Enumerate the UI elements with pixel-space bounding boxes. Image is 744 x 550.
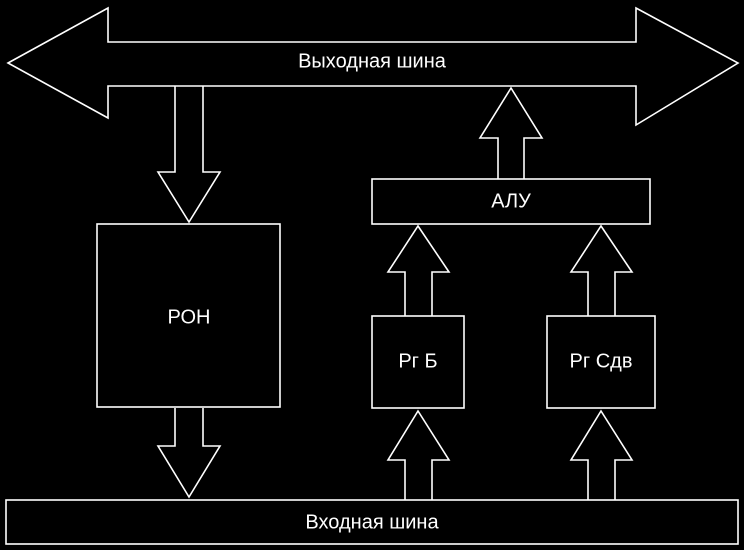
output-bus-arrow [6, 6, 740, 127]
arrow-bus-to-gpr [156, 86, 222, 224]
arrow-reg-shift-to-alu [569, 224, 634, 316]
gpr-box [96, 223, 281, 408]
reg-shift-label: Рг Сдв [570, 350, 633, 372]
arrow-gpr-to-input-bus [156, 408, 222, 499]
reg-b-label: Рг Б [398, 350, 437, 372]
alu-label: АЛУ [491, 190, 531, 212]
output-bus-label: Выходная шина [298, 50, 447, 72]
input-bus-box [5, 499, 739, 545]
reg-b-box [371, 315, 465, 409]
arrow-alu-to-output-bus [478, 86, 544, 179]
arrow-input-bus-to-reg-shift [569, 409, 634, 500]
gpr-label: РОН [168, 306, 211, 328]
arrow-reg-b-to-alu [386, 224, 451, 316]
arrow-input-bus-to-reg-b [386, 409, 451, 500]
alu-box [371, 178, 651, 225]
reg-shift-box [546, 315, 656, 409]
input-bus-label: Входная шина [305, 511, 439, 533]
